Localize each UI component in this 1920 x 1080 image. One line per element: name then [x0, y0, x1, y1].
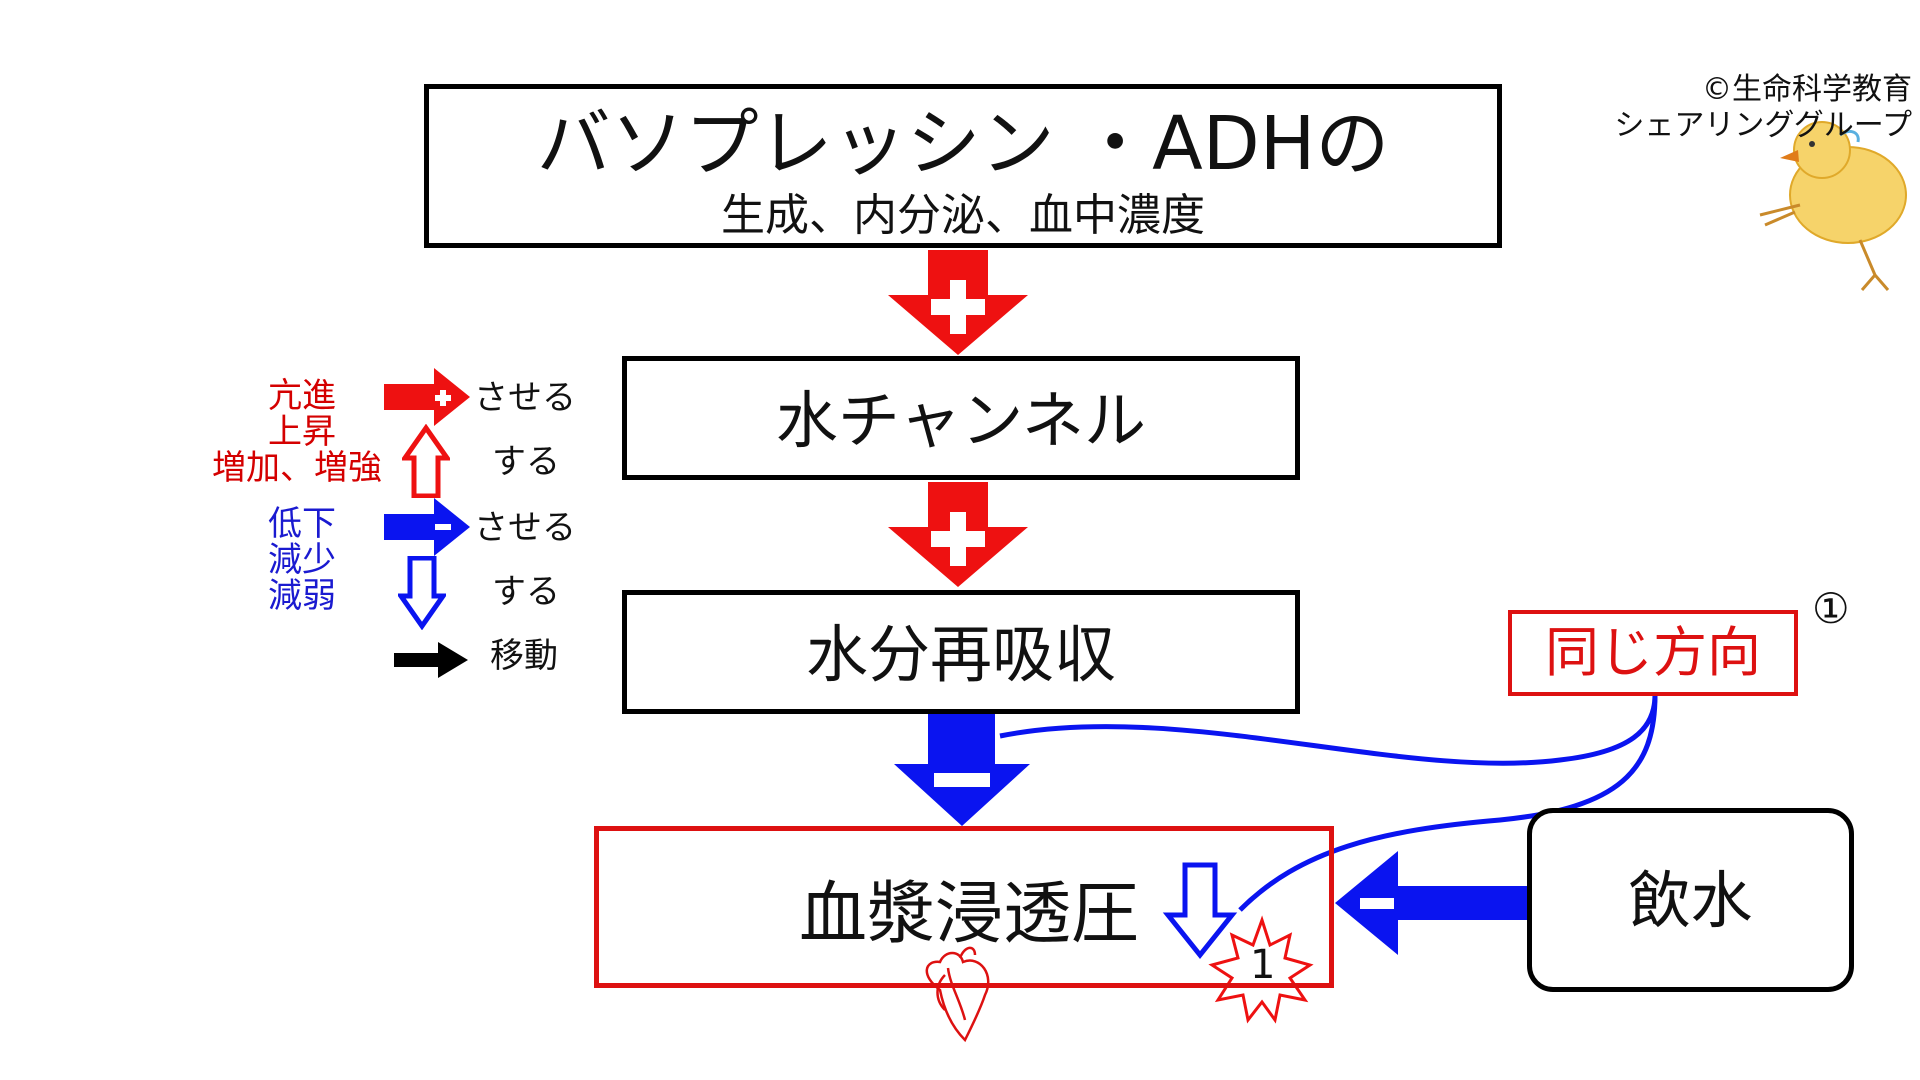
star-number: 1 — [1250, 942, 1276, 988]
same-direction-box: 同じ方向 — [1508, 610, 1798, 696]
copyright-line1: ©生命科学教育 — [1702, 72, 1912, 107]
plus-icon — [435, 390, 451, 406]
drinking-label: 飲水 — [1628, 864, 1753, 937]
water-reabsorption-label: 水分再吸収 — [805, 618, 1116, 691]
same-direction-label: 同じ方向 — [1545, 621, 1761, 684]
legend-promote-arrow — [384, 368, 470, 426]
water-channel-box: 水チャンネル — [622, 356, 1300, 480]
plus-icon — [931, 280, 985, 334]
circled-one-marker: ① — [1812, 584, 1850, 633]
promote-arrow-1 — [888, 250, 1028, 355]
legend-move-arrow — [394, 642, 468, 678]
legend-decrease-arrow-label: する — [492, 572, 560, 612]
starburst-icon — [1208, 915, 1314, 1024]
inhibit-arrow-left — [1335, 851, 1527, 955]
legend-inhibit-line3: 減弱 — [268, 576, 336, 616]
promote-arrow-2 — [888, 482, 1028, 587]
minus-icon — [1360, 898, 1394, 909]
legend-inhibit-arrow — [384, 498, 470, 556]
decrease-arrow-icon — [1162, 862, 1238, 960]
plasma-osmotic-box: 血漿浸透圧 — [594, 826, 1334, 988]
chick-icon — [1759, 121, 1907, 291]
vasopressin-title: バソプレッシン ・ADHの — [536, 101, 1390, 187]
legend-decrease-arrow — [398, 556, 446, 630]
heart-icon — [925, 946, 990, 1043]
minus-icon — [435, 524, 451, 530]
legend-increase-arrow-label: する — [492, 442, 560, 482]
legend-promote-line3: 増加、増強 — [212, 448, 382, 488]
legend-promote-line2: 上昇 — [268, 412, 336, 452]
legend-increase-arrow — [402, 424, 450, 498]
drinking-box: 飲水 — [1527, 808, 1854, 992]
copyright-line2: シェアリンググループ — [1614, 108, 1912, 143]
legend-inhibit-arrow-label: させる — [474, 508, 576, 548]
minus-icon — [934, 773, 990, 787]
plus-icon — [931, 512, 985, 566]
same-direction-connector-2 — [1238, 694, 1658, 912]
plasma-osmotic-label: 血漿浸透圧 — [799, 875, 1140, 954]
water-reabsorption-box: 水分再吸収 — [622, 590, 1300, 714]
legend-inhibit-line2: 減少 — [268, 540, 336, 580]
inhibit-arrow-down — [894, 714, 1030, 826]
water-channel-label: 水チャンネル — [775, 384, 1147, 457]
legend-promote-line1: 亢進 — [268, 376, 336, 416]
legend-promote-arrow-label: させる — [474, 378, 576, 418]
vasopressin-subtitle: 生成、内分泌、血中濃度 — [721, 190, 1205, 241]
vasopressin-box: バソプレッシン ・ADHの 生成、内分泌、血中濃度 — [424, 84, 1502, 248]
legend-inhibit-line1: 低下 — [268, 504, 336, 544]
legend-move-arrow-label: 移動 — [490, 636, 558, 676]
legend: 亢進 上昇 増加、増強 させる する 低下 減少 減弱 させる する — [0, 0, 600, 680]
same-direction-connector-1 — [999, 694, 1658, 766]
copyright: ©生命科学教育 シェアリンググループ — [1614, 72, 1912, 144]
